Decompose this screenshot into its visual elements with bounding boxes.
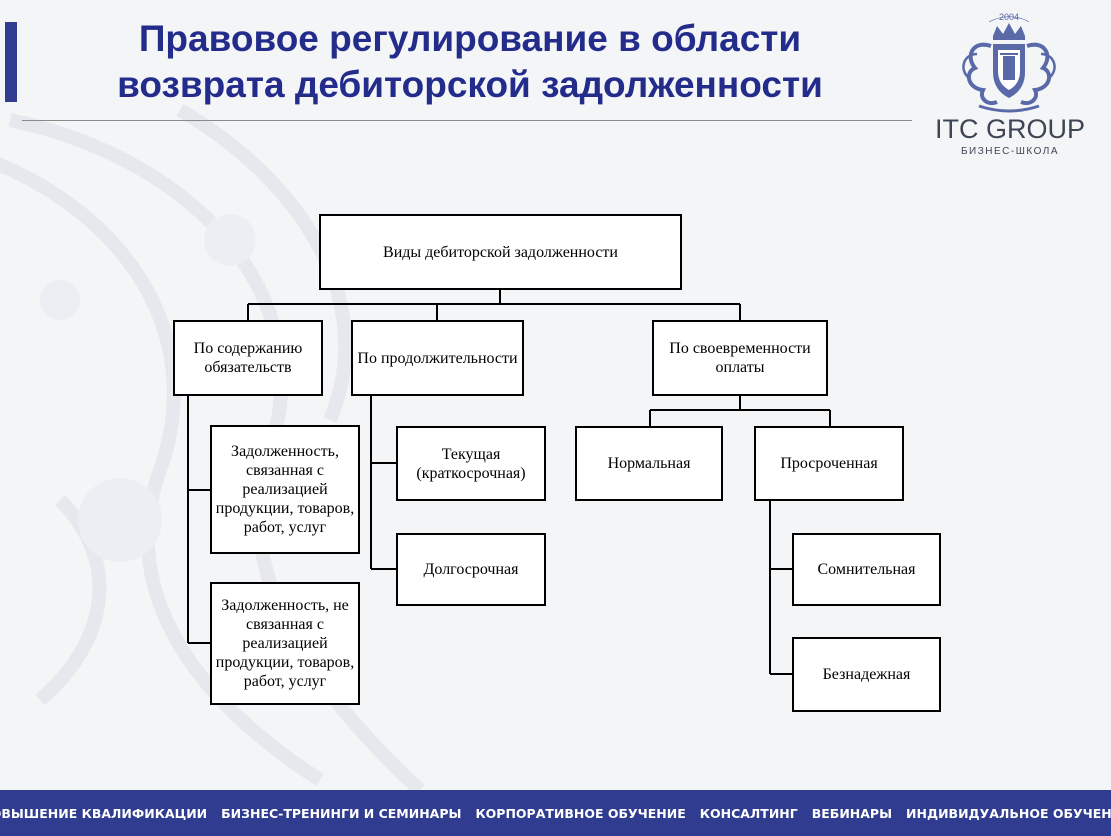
duration-child-current-box: Текущая (краткосрочная)	[396, 426, 546, 501]
footer-nav: ПОВЫШЕНИЕ КВАЛИФИКАЦИИ БИЗНЕС-ТРЕНИНГИ И…	[0, 790, 1111, 836]
logo-subtitle: БИЗНЕС-ШКОЛА	[960, 146, 1059, 157]
overdue-child-doubtful-box: Сомнительная	[792, 533, 941, 606]
title-divider	[22, 120, 912, 121]
overdue-child-hopeless-box: Безнадежная	[792, 637, 941, 712]
diagram-connectors	[187, 290, 831, 675]
logo-name: ITC GROUP	[934, 114, 1085, 144]
page-title: Правовое регулирование в области возврат…	[30, 16, 910, 108]
timeliness-child-overdue-box: Просроченная	[754, 426, 904, 501]
branch-duration-box: По продолжительности	[351, 320, 524, 396]
footer-item-corporate[interactable]: КОРПОРАТИВНОЕ ОБУЧЕНИЕ	[475, 805, 686, 821]
branch-content-box: По содержанию обязательств	[173, 320, 323, 396]
timeliness-child-normal-box: Нормальная	[575, 426, 723, 501]
title-accent-bar	[5, 22, 17, 102]
footer-item-qualification[interactable]: ПОВЫШЕНИЕ КВАЛИФИКАЦИИ	[0, 805, 208, 821]
logo-year: 2004	[999, 12, 1019, 22]
page-title-line-2: возврата дебиторской задолженности	[117, 64, 823, 105]
footer-item-trainings[interactable]: БИЗНЕС-ТРЕНИНГИ И СЕМИНАРЫ	[221, 805, 462, 821]
itc-group-logo: 2004 ITC GROUP БИЗНЕС-ШКОЛА	[925, 10, 1095, 160]
page-title-line-1: Правовое регулирование в области	[138, 18, 802, 59]
duration-child-longterm-box: Долгосрочная	[396, 533, 546, 606]
footer-item-webinars[interactable]: ВЕБИНАРЫ	[811, 805, 893, 821]
content-child-unrelated-box: Задолженность, не связанная с реализацие…	[210, 582, 360, 705]
branch-timeliness-box: По своевременности оплаты	[652, 320, 828, 396]
footer-item-consulting[interactable]: КОНСАЛТИНГ	[699, 805, 798, 821]
content-child-related-box: Задолженность, связанная с реализацией п…	[210, 425, 360, 554]
footer-item-individual[interactable]: ИНДИВИДУАЛЬНОЕ ОБУЧЕНИЕ	[906, 805, 1111, 821]
crest-icon: 2004	[962, 12, 1056, 113]
diagram-root-box: Виды дебиторской задолженности	[319, 214, 682, 290]
